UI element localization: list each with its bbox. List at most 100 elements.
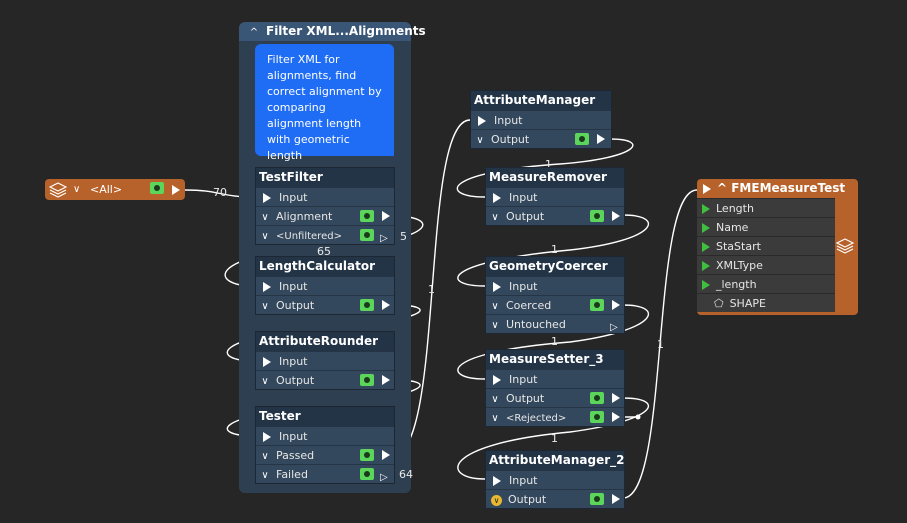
transformer-tester[interactable]: Tester Input ∨Passed ∨Failed▷ bbox=[255, 406, 395, 484]
writer-attribute[interactable]: XMLType bbox=[697, 255, 835, 274]
warning-icon[interactable]: ∨ bbox=[491, 494, 502, 506]
inspect-eye-icon[interactable] bbox=[360, 299, 374, 311]
inspect-eye-icon[interactable] bbox=[360, 449, 374, 461]
output-port[interactable]: ∨Output bbox=[256, 295, 394, 314]
writer-attribute[interactable]: _length bbox=[697, 274, 835, 293]
transformer-attributerounder[interactable]: AttributeRounder Input ∨Output bbox=[255, 331, 395, 390]
unconnected-port-icon[interactable]: ▷ bbox=[380, 233, 388, 244]
chevron-down-icon[interactable]: ∨ bbox=[491, 320, 499, 331]
chevron-down-icon[interactable]: ∨ bbox=[261, 451, 269, 462]
reader-feature-type[interactable]: ∨ <All> bbox=[45, 179, 185, 200]
input-port[interactable]: Input bbox=[256, 187, 394, 206]
output-port-icon[interactable] bbox=[172, 185, 180, 195]
feature-count: 1 bbox=[428, 283, 435, 296]
output-port-passed[interactable]: ∨Passed bbox=[256, 445, 394, 464]
transformer-testfilter[interactable]: TestFilter Input ∨Alignment ∨<Unfiltered… bbox=[255, 167, 395, 245]
output-port[interactable]: ∨Output bbox=[486, 388, 624, 407]
transformer-lengthcalculator[interactable]: LengthCalculator Input ∨Output bbox=[255, 256, 395, 315]
attribute-port-icon bbox=[702, 223, 710, 233]
inspect-eye-icon[interactable] bbox=[590, 411, 604, 423]
chevron-up-icon[interactable]: ^ bbox=[717, 181, 732, 195]
output-port-icon[interactable] bbox=[597, 134, 605, 144]
writer-attribute[interactable]: Name bbox=[697, 217, 835, 236]
inspect-eye-icon[interactable] bbox=[360, 229, 374, 241]
chevron-up-icon[interactable]: ^ bbox=[249, 27, 259, 38]
writer-attribute[interactable]: Length bbox=[697, 198, 835, 217]
input-port[interactable]: Input bbox=[486, 470, 624, 489]
output-port-icon[interactable] bbox=[382, 375, 390, 385]
inspect-eye-icon[interactable] bbox=[590, 299, 604, 311]
unconnected-port-icon[interactable]: ▷ bbox=[380, 472, 388, 483]
output-port[interactable]: ∨Output bbox=[486, 489, 624, 508]
input-port-icon bbox=[493, 375, 501, 385]
output-port-alignment[interactable]: ∨Alignment bbox=[256, 206, 394, 225]
bookmark-header[interactable]: ^Filter XML...Alignments bbox=[239, 22, 426, 41]
chevron-down-icon[interactable]: ∨ bbox=[261, 231, 269, 242]
input-port[interactable]: Input bbox=[471, 110, 611, 129]
inspect-eye-icon[interactable] bbox=[575, 133, 589, 145]
inspect-eye-icon[interactable] bbox=[360, 374, 374, 386]
chevron-down-icon[interactable]: ∨ bbox=[261, 301, 269, 312]
output-port-coerced[interactable]: ∨Coerced bbox=[486, 295, 624, 314]
output-port-rejected[interactable]: ∨<Rejected> bbox=[486, 407, 624, 426]
inspect-eye-icon[interactable] bbox=[150, 182, 164, 194]
transformer-title: AttributeRounder bbox=[256, 332, 394, 351]
output-port-icon[interactable] bbox=[612, 211, 620, 221]
inspect-eye-icon[interactable] bbox=[590, 493, 604, 505]
feature-count: 65 bbox=[317, 245, 331, 258]
inspect-eye-icon[interactable] bbox=[360, 210, 374, 222]
input-port-icon bbox=[263, 432, 271, 442]
unconnected-port-icon[interactable]: ▷ bbox=[610, 322, 618, 333]
output-port-icon[interactable] bbox=[382, 211, 390, 221]
transformer-measuresetter[interactable]: MeasureSetter_3 Input ∨Output ∨<Rejected… bbox=[485, 349, 625, 427]
chevron-down-icon[interactable]: ∨ bbox=[491, 301, 499, 312]
chevron-down-icon[interactable]: ∨ bbox=[261, 376, 269, 387]
output-port-unfiltered[interactable]: ∨<Unfiltered>▷ bbox=[256, 225, 394, 244]
writer-title: FMEMeasureTest bbox=[731, 181, 846, 195]
output-port-failed[interactable]: ∨Failed▷ bbox=[256, 464, 394, 483]
chevron-down-icon[interactable]: ∨ bbox=[491, 394, 499, 405]
writer-attribute[interactable]: StaStart bbox=[697, 236, 835, 255]
chevron-down-icon[interactable]: ∨ bbox=[73, 184, 81, 195]
output-port-icon[interactable] bbox=[612, 393, 620, 403]
input-port-icon bbox=[478, 116, 486, 126]
feature-count: 1 bbox=[551, 243, 558, 256]
output-port-untouched[interactable]: ∨Untouched▷ bbox=[486, 314, 624, 333]
output-port-icon[interactable] bbox=[382, 300, 390, 310]
input-port[interactable]: Input bbox=[256, 351, 394, 370]
input-port[interactable]: Input bbox=[486, 369, 624, 388]
output-port[interactable]: ∨Output bbox=[486, 206, 624, 225]
chevron-down-icon[interactable]: ∨ bbox=[476, 135, 484, 146]
output-port-icon[interactable] bbox=[612, 412, 620, 422]
input-port-icon bbox=[493, 282, 501, 292]
inspect-eye-icon[interactable] bbox=[590, 210, 604, 222]
transformer-measureremover[interactable]: MeasureRemover Input ∨Output bbox=[485, 167, 625, 226]
transformer-attributemanager[interactable]: AttributeManager Input ∨Output bbox=[470, 90, 612, 149]
writer-feature-type[interactable]: ^ FMEMeasureTest Length Name StaStart XM… bbox=[697, 179, 858, 315]
input-port-icon bbox=[263, 282, 271, 292]
inspect-eye-icon[interactable] bbox=[590, 392, 604, 404]
inspect-eye-icon[interactable] bbox=[360, 468, 374, 480]
input-port[interactable]: Input bbox=[256, 276, 394, 295]
output-port-icon[interactable] bbox=[612, 494, 620, 504]
transformer-attributemanager-2[interactable]: AttributeManager_2 Input ∨Output bbox=[485, 450, 625, 509]
writer-attribute-shape[interactable]: ⬠SHAPE bbox=[697, 293, 835, 312]
input-port[interactable]: Input bbox=[256, 426, 394, 445]
transformer-geometrycoercer[interactable]: GeometryCoercer Input ∨Coerced ∨Untouche… bbox=[485, 256, 625, 334]
chevron-down-icon[interactable]: ∨ bbox=[261, 470, 269, 481]
input-port-icon[interactable] bbox=[703, 183, 711, 194]
chevron-down-icon[interactable]: ∨ bbox=[491, 212, 499, 223]
output-port[interactable]: ∨Output bbox=[256, 370, 394, 389]
writer-header[interactable]: ^ FMEMeasureTest bbox=[697, 179, 858, 198]
feature-count: 5 bbox=[400, 230, 407, 243]
output-port-icon[interactable] bbox=[382, 450, 390, 460]
output-port-icon[interactable] bbox=[612, 300, 620, 310]
output-port[interactable]: ∨Output bbox=[471, 129, 611, 148]
reader-label: <All> bbox=[90, 183, 123, 196]
input-port[interactable]: Input bbox=[486, 276, 624, 295]
input-port[interactable]: Input bbox=[486, 187, 624, 206]
annotation-note[interactable]: Filter XML for alignments, find correct … bbox=[255, 44, 394, 162]
chevron-down-icon[interactable]: ∨ bbox=[491, 413, 499, 424]
transformer-title: AttributeManager_2 bbox=[486, 451, 624, 470]
chevron-down-icon[interactable]: ∨ bbox=[261, 212, 269, 223]
